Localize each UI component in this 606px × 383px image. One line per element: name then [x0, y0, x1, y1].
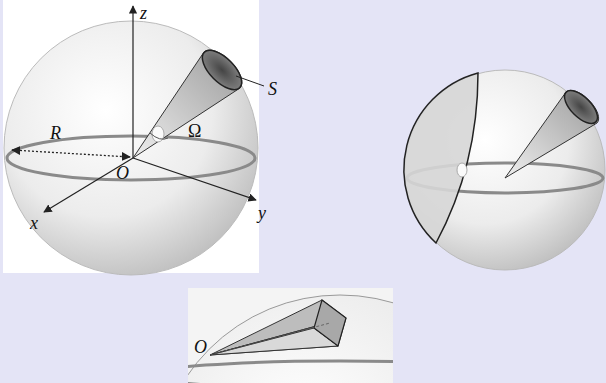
solid-angle-arc	[150, 133, 168, 139]
origin-label: O	[116, 164, 129, 182]
radius-label: R	[50, 124, 61, 142]
axis-label: y	[258, 204, 266, 222]
z-axis	[132, 6, 133, 158]
cone-mouth	[196, 44, 248, 96]
equator	[188, 361, 393, 383]
axis-label: z	[140, 4, 147, 22]
sphere	[4, 21, 258, 275]
sphere-detail	[188, 295, 393, 383]
cone-mouth	[559, 85, 603, 129]
radius-dimension	[12, 150, 130, 157]
surface-label: S	[268, 80, 277, 98]
leader-line	[236, 76, 264, 86]
solid-angle-label: Ω	[188, 122, 201, 140]
pyramid-face	[210, 300, 346, 355]
solid-angle-mark	[457, 163, 467, 177]
spherical-wedge	[404, 73, 478, 243]
y-axis	[133, 158, 256, 200]
pyramid-axis	[210, 323, 330, 355]
equator	[7, 136, 255, 180]
axis-label: x	[30, 214, 38, 232]
origin-label: O	[194, 338, 207, 356]
x-axis	[44, 158, 133, 212]
